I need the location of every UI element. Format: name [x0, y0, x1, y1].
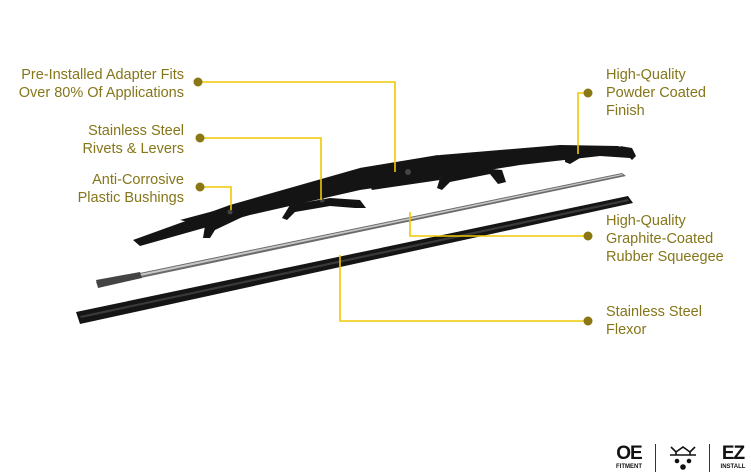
- callout-line: Graphite-Coated: [606, 231, 714, 247]
- callout-squeegee: High-Quality Graphite-Coated Rubber Sque…: [606, 212, 724, 266]
- callout-rivets: Stainless Steel Rivets & Levers: [82, 122, 184, 158]
- callout-line: Over 80% Of Applications: [18, 85, 184, 101]
- divider: [709, 444, 710, 472]
- callout-line: Rivets & Levers: [82, 141, 184, 157]
- snowflake-rain-icon: [670, 446, 696, 470]
- divider: [655, 444, 656, 472]
- wiper-frame: [133, 145, 636, 246]
- callout-line: High-Quality: [606, 67, 686, 83]
- callout-line: Flexor: [606, 322, 647, 338]
- callout-line: Rubber Squeegee: [606, 249, 724, 265]
- callout-line: Anti-Corrosive: [92, 172, 184, 188]
- feature-badges: OE FITMENT EZ INSTALL: [612, 440, 751, 475]
- badge-title: OE: [616, 443, 642, 464]
- callout-powder-coat: High-Quality Powder Coated Finish: [606, 66, 706, 120]
- callout-bushings: Anti-Corrosive Plastic Bushings: [78, 171, 184, 207]
- badge-title: EZ: [721, 443, 745, 464]
- callout-line: Finish: [606, 103, 645, 119]
- rubber-squeegee: [76, 196, 633, 324]
- oe-fitment-badge: OE FITMENT: [612, 443, 646, 471]
- callout-line: Stainless Steel: [606, 304, 702, 320]
- leader-lines: [198, 81, 588, 322]
- callout-flexor: Stainless Steel Flexor: [606, 303, 702, 339]
- leader-dots: [193, 77, 593, 326]
- ez-install-badge: EZ INSTALL: [716, 443, 750, 471]
- callout-line: Pre-Installed Adapter Fits: [21, 67, 184, 83]
- badge-subtitle: FITMENT: [616, 464, 642, 470]
- callout-line: Plastic Bushings: [77, 190, 184, 206]
- badge-subtitle: INSTALL: [720, 464, 746, 470]
- callout-line: Powder Coated: [606, 85, 706, 101]
- callout-adapter: Pre-Installed Adapter Fits Over 80% Of A…: [19, 66, 184, 102]
- callout-line: Stainless Steel: [88, 123, 184, 139]
- callout-line: High-Quality: [606, 213, 686, 229]
